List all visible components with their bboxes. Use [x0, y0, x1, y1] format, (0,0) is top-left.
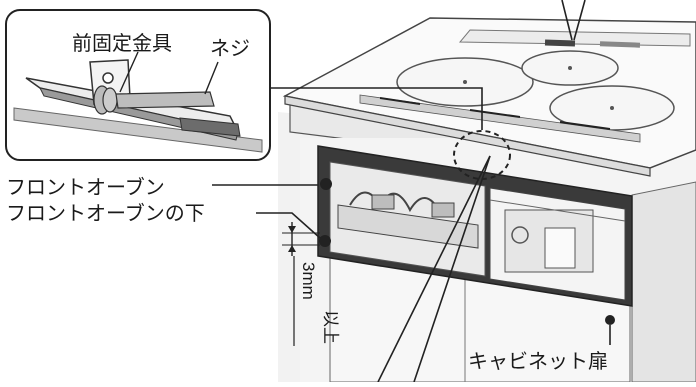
inset-callout-line	[270, 87, 483, 130]
front-oven-bottom-marker	[319, 235, 331, 247]
cabinet-door-callout: キャビネット扉	[468, 315, 615, 373]
gap-value-label: 3mm	[299, 262, 318, 300]
screw-label: ネジ	[210, 38, 250, 60]
top-pointer-lines	[561, 0, 586, 41]
gap-qualifier-label: 以上	[321, 310, 340, 344]
inset-detail: 前固定金具 ネジ	[5, 9, 271, 161]
front-oven-bottom-label: フロントオーブンの下	[6, 201, 205, 225]
front-oven-bottom-callout: フロントオーブンの下	[6, 201, 331, 247]
front-bracket-label: 前固定金具	[72, 32, 172, 55]
screw-leader	[204, 61, 219, 95]
bottom-pointer-lines	[377, 155, 491, 383]
bracket-leader	[119, 51, 139, 93]
front-oven-marker	[320, 178, 332, 190]
cabinet-door-marker	[605, 315, 615, 325]
front-oven-callout: フロントオーブン	[6, 175, 332, 199]
cabinet-door-label: キャビネット扉	[468, 350, 608, 373]
front-oven-body	[317, 145, 633, 307]
front-oven-label: フロントオーブン	[6, 175, 165, 199]
gap-dimension: 3mm 以上	[282, 222, 340, 346]
